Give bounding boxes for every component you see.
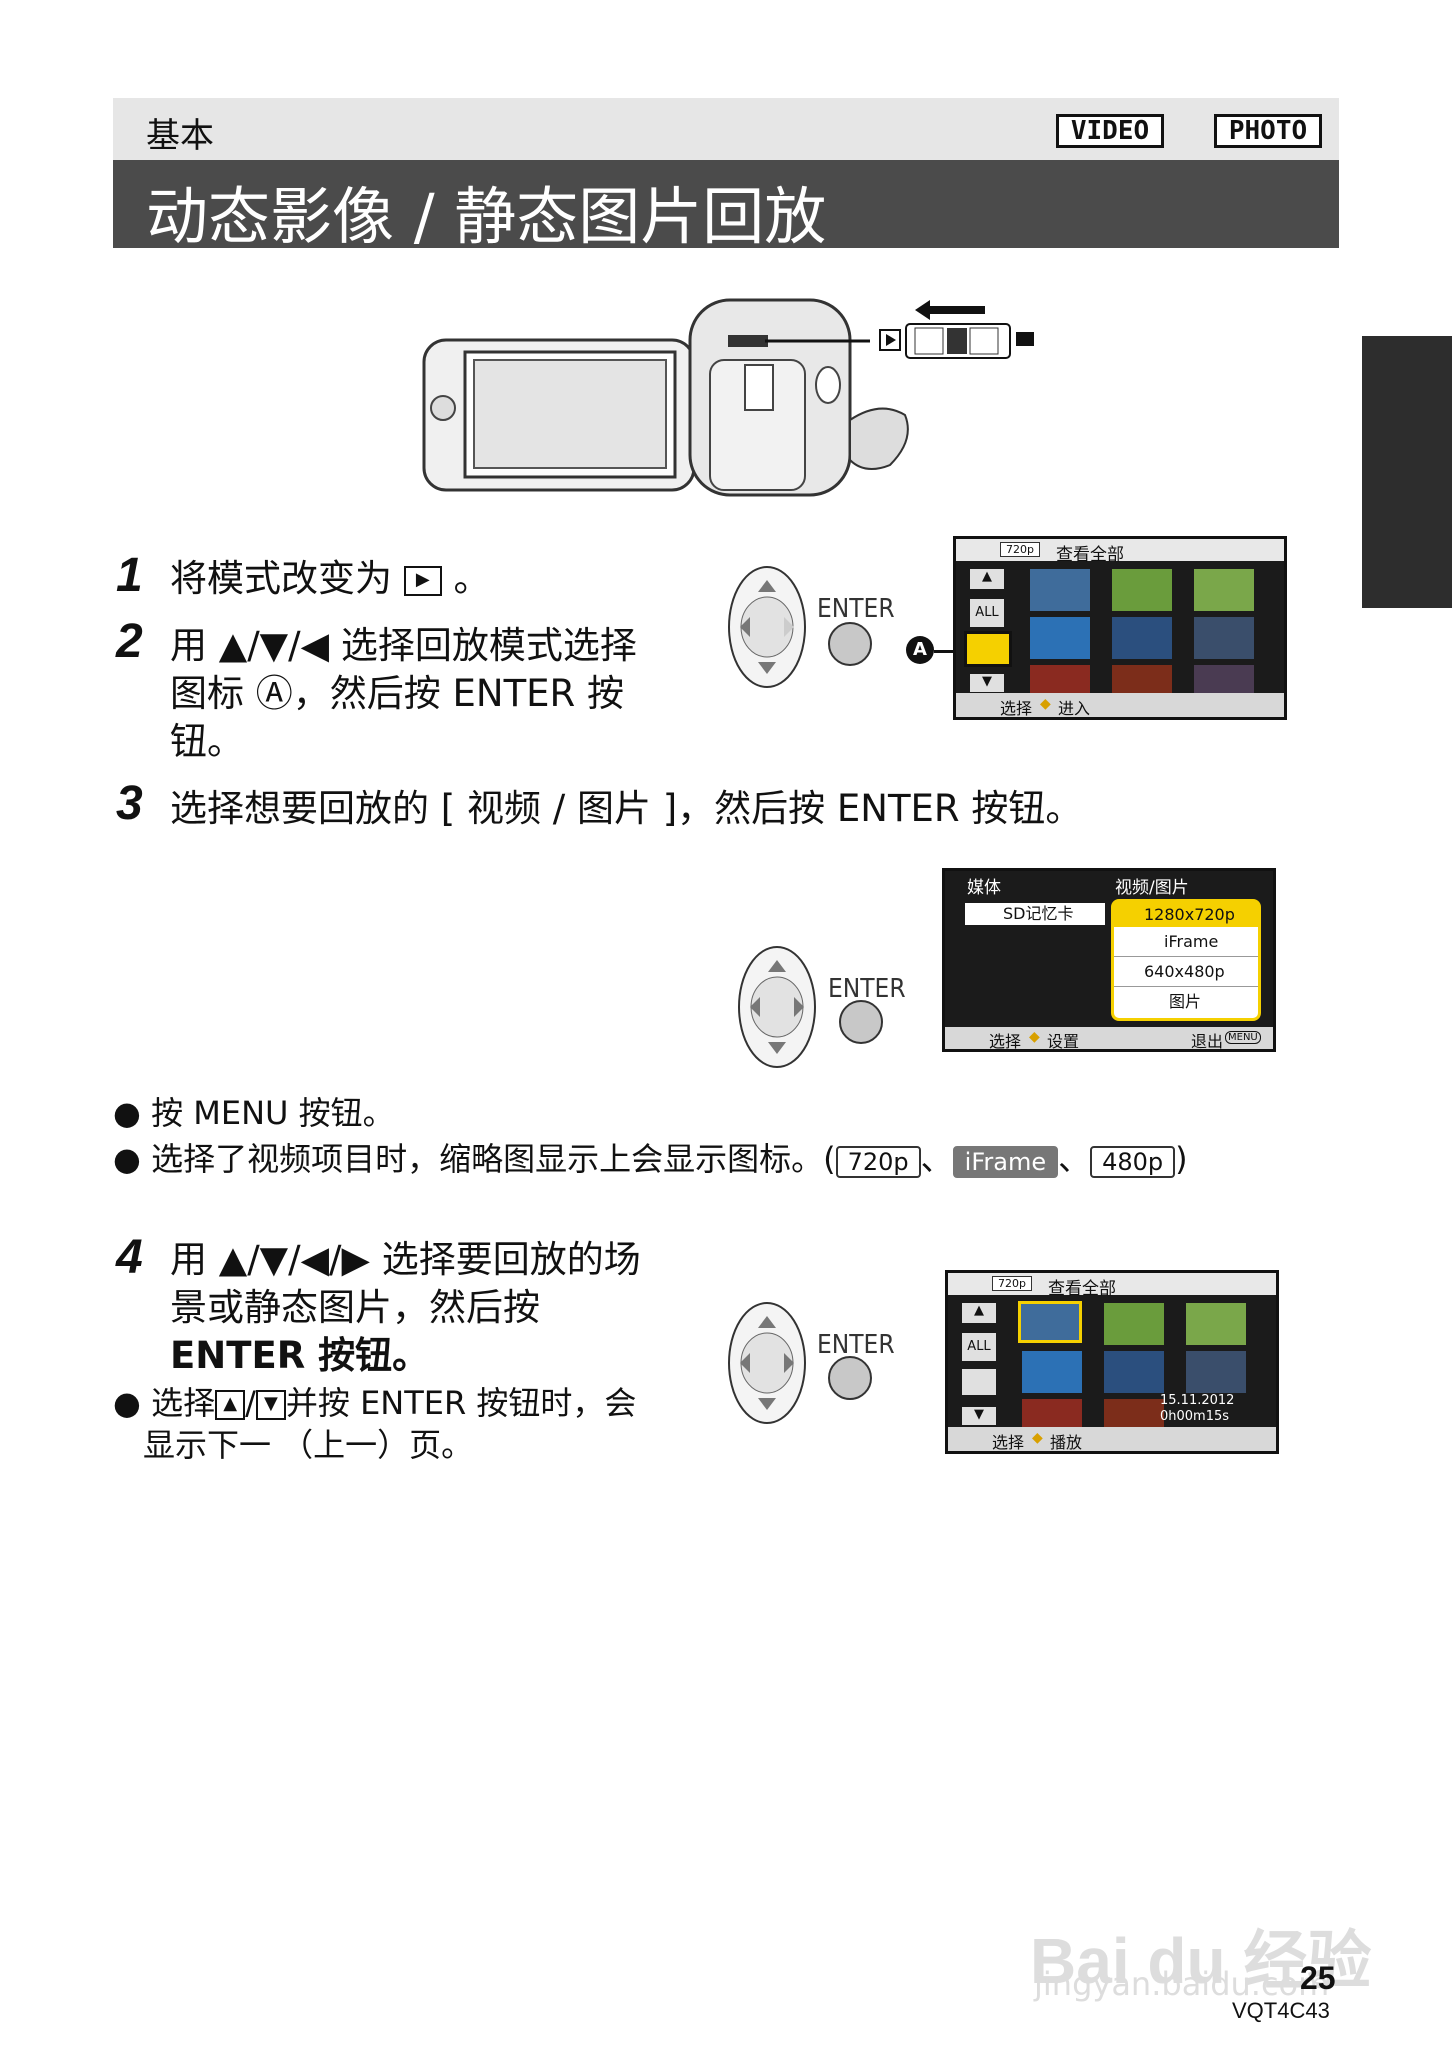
- thumbnail: [1194, 617, 1254, 659]
- enter-label-3: ENTER: [817, 1330, 895, 1360]
- baidu-watermark: Bai du 经验: [1030, 1925, 1372, 1997]
- all-button: ALL: [970, 599, 1004, 627]
- thumbnail-selected: [1018, 1301, 1082, 1343]
- video-photo-header: 视频/图片: [1115, 878, 1189, 898]
- callout-a-icon: A: [906, 636, 934, 664]
- step-2-line-2: 图标 Ⓐ，然后按 ENTER 按: [170, 672, 625, 715]
- step-4-line-2: 景或静态图片，然后按: [170, 1286, 540, 1329]
- joystick-hint-icon: ◆: [1040, 696, 1051, 712]
- thumbnail: [1030, 569, 1090, 611]
- thumbnail: [1104, 1303, 1164, 1345]
- page-title: 动态影像 / 静态图片回放: [146, 180, 827, 253]
- page-number: 25: [1300, 1960, 1336, 1996]
- menu-item-1280x720p: 1280x720p: [1114, 902, 1258, 927]
- badge-480p: 480p: [1090, 1146, 1176, 1178]
- callout-line: [934, 650, 958, 653]
- play-mode-icon: ▶: [403, 565, 442, 596]
- menu-item-iframe: iFrame: [1114, 927, 1258, 957]
- scroll-up-icon: ▲: [962, 1303, 996, 1323]
- resolution-menu: 1280x720p iFrame 640x480p 图片: [1111, 899, 1261, 1021]
- playback-screen-1: 720p 查看全部 ▲ ALL ▼ 选择 ◆ 进入: [953, 536, 1287, 720]
- sd-card-item: SD记忆卡: [965, 903, 1105, 925]
- step-1-number: 1: [116, 549, 143, 602]
- screen2-footer-select: 选择: [989, 1032, 1022, 1051]
- note-menu: ● 按 MENU 按钮。: [113, 1094, 395, 1132]
- screen3-footer-play: 播放: [1050, 1433, 1083, 1452]
- enter-button-2: [839, 1000, 883, 1044]
- time-display: 0h00m15s: [1160, 1409, 1230, 1424]
- step-3-number: 3: [116, 777, 143, 830]
- media-header: 媒体: [967, 878, 1001, 898]
- baidu-watermark-url: jingyan.baidu.com: [1034, 1965, 1330, 2003]
- step-4-number: 4: [116, 1231, 143, 1284]
- title-bar: [113, 160, 1339, 248]
- video-tag: VIDEO: [1056, 114, 1164, 148]
- note-page-cont: 显示下一 （上一）页。: [143, 1426, 474, 1464]
- thumbnail: [1104, 1351, 1164, 1393]
- date-display: 15.11.2012: [1160, 1393, 1235, 1408]
- enter-label-1: ENTER: [817, 594, 895, 624]
- view-all-title: 查看全部: [1048, 1279, 1116, 1299]
- joystick-hint-icon: ◆: [1032, 1430, 1043, 1446]
- res-badge: 720p: [992, 1276, 1032, 1291]
- step-3-text: 选择想要回放的 [ 视频 / 图片 ]，然后按 ENTER 按钮。: [170, 787, 1083, 830]
- menu-item-640x480p: 640x480p: [1114, 957, 1258, 987]
- side-tab: [1362, 336, 1452, 608]
- note-icons: ● 选择了视频项目时，缩略图显示上会显示图标。(720p、iFrame、480p…: [113, 1140, 1188, 1178]
- step-2-line-3: 钮。: [170, 720, 244, 763]
- menu-item-photo: 图片: [1169, 992, 1202, 1011]
- step-1-text: 将模式改变为 ▶ 。: [170, 557, 491, 600]
- step-4-line-3: ENTER 按钮。: [170, 1334, 430, 1377]
- badge-720p: 720p: [835, 1146, 921, 1178]
- thumbnail: [1194, 569, 1254, 611]
- page-down-icon: ▼: [255, 1390, 286, 1420]
- note-page: ● 选择▲/▼并按 ENTER 按钮时，会: [113, 1384, 637, 1422]
- camcorder-illustration: [422, 298, 1034, 497]
- screen3-footer-select: 选择: [992, 1433, 1025, 1452]
- thumbnail: [1112, 617, 1172, 659]
- doc-code: VQT4C43: [1232, 1998, 1330, 2023]
- screen2-exit: 退出: [1191, 1032, 1224, 1051]
- playback-mode-icon: [964, 631, 1012, 667]
- section-label: 基本: [146, 116, 214, 156]
- joystick-2-icon: [738, 946, 816, 1068]
- thumbnail: [1030, 617, 1090, 659]
- screen-footer-enter: 进入: [1058, 699, 1091, 718]
- enter-button-1: [828, 622, 872, 666]
- badge-iframe: iFrame: [952, 1146, 1059, 1178]
- thumbnail: [1022, 1351, 1082, 1393]
- screen2-footer-set: 设置: [1047, 1032, 1080, 1051]
- thumbnail: [1186, 1303, 1246, 1345]
- view-all-title: 查看全部: [1056, 545, 1124, 565]
- photo-tag: PHOTO: [1214, 114, 1322, 148]
- scroll-up-icon: ▲: [970, 569, 1004, 589]
- joystick-1-icon: [728, 566, 806, 688]
- screen-footer-select: 选择: [1000, 699, 1033, 718]
- scroll-down-icon: ▼: [962, 1407, 996, 1425]
- step-4-line-1: 用 ▲/▼/◀/▶ 选择要回放的场: [170, 1238, 641, 1281]
- joystick-hint-icon: ◆: [1029, 1029, 1040, 1045]
- media-select-screen: 媒体 视频/图片 SD记忆卡 1280x720p iFrame 640x480p…: [942, 868, 1276, 1052]
- menu-key-icon: MENU: [1225, 1031, 1261, 1044]
- scroll-down-icon: ▼: [970, 674, 1004, 692]
- joystick-3-icon: [728, 1302, 806, 1424]
- page-up-icon: ▲: [215, 1390, 246, 1420]
- step-2-line-1: 用 ▲/▼/◀ 选择回放模式选择: [170, 624, 637, 667]
- playback-screen-2: 720p 查看全部 ▲ ALL ▼ 15.11.2012 0h00m15s 选择…: [945, 1270, 1279, 1454]
- thumbnail: [1112, 569, 1172, 611]
- enter-label-2: ENTER: [828, 974, 906, 1004]
- playback-mode-icon: [962, 1369, 996, 1395]
- thumbnail: [1186, 1351, 1246, 1393]
- enter-button-3: [828, 1356, 872, 1400]
- all-button: ALL: [962, 1333, 996, 1361]
- step-2-number: 2: [116, 615, 143, 668]
- res-badge: 720p: [1000, 542, 1040, 557]
